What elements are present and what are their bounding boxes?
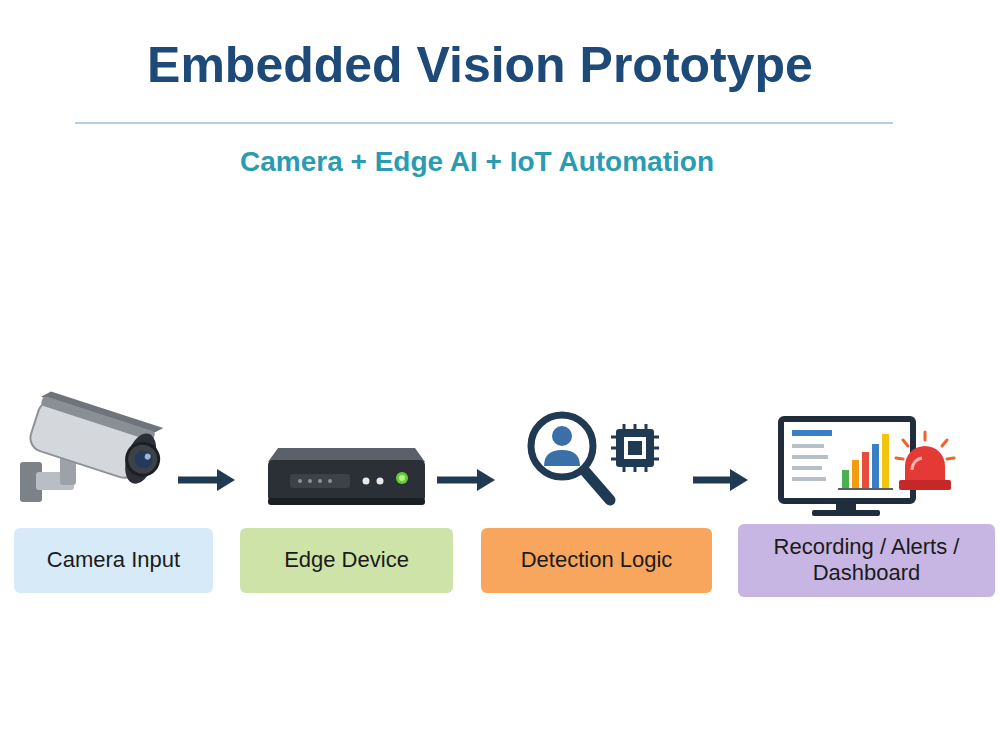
arrow-head xyxy=(477,469,495,491)
subtitle: Camera + Edge AI + IoT Automation xyxy=(0,146,954,178)
arrow-head xyxy=(217,469,235,491)
stage-box: Recording / Alerts / Dashboard xyxy=(738,524,995,597)
camera-icon xyxy=(20,389,169,502)
detection-icon xyxy=(531,415,659,500)
title-rule xyxy=(75,122,893,124)
arrow-shaft xyxy=(693,477,732,484)
stage-label: Camera Input xyxy=(47,547,180,573)
arrow-head xyxy=(730,469,748,491)
stage-label: Detection Logic xyxy=(521,547,673,573)
arrow-shaft xyxy=(178,477,219,484)
stage-box: Edge Device xyxy=(240,528,453,593)
flow-arrow xyxy=(693,469,748,491)
title: Embedded Vision Prototype xyxy=(0,36,960,94)
arrow-shaft xyxy=(437,477,479,484)
stage-label: Recording / Alerts / Dashboard xyxy=(756,534,977,587)
stage-box: Detection Logic xyxy=(481,528,712,593)
stage-label: Edge Device xyxy=(284,547,409,573)
flow-arrow xyxy=(178,469,235,491)
dashboard-icon xyxy=(781,419,954,516)
flow-arrow xyxy=(437,469,495,491)
stage-box: Camera Input xyxy=(14,528,213,593)
edge-device-icon xyxy=(268,448,425,505)
